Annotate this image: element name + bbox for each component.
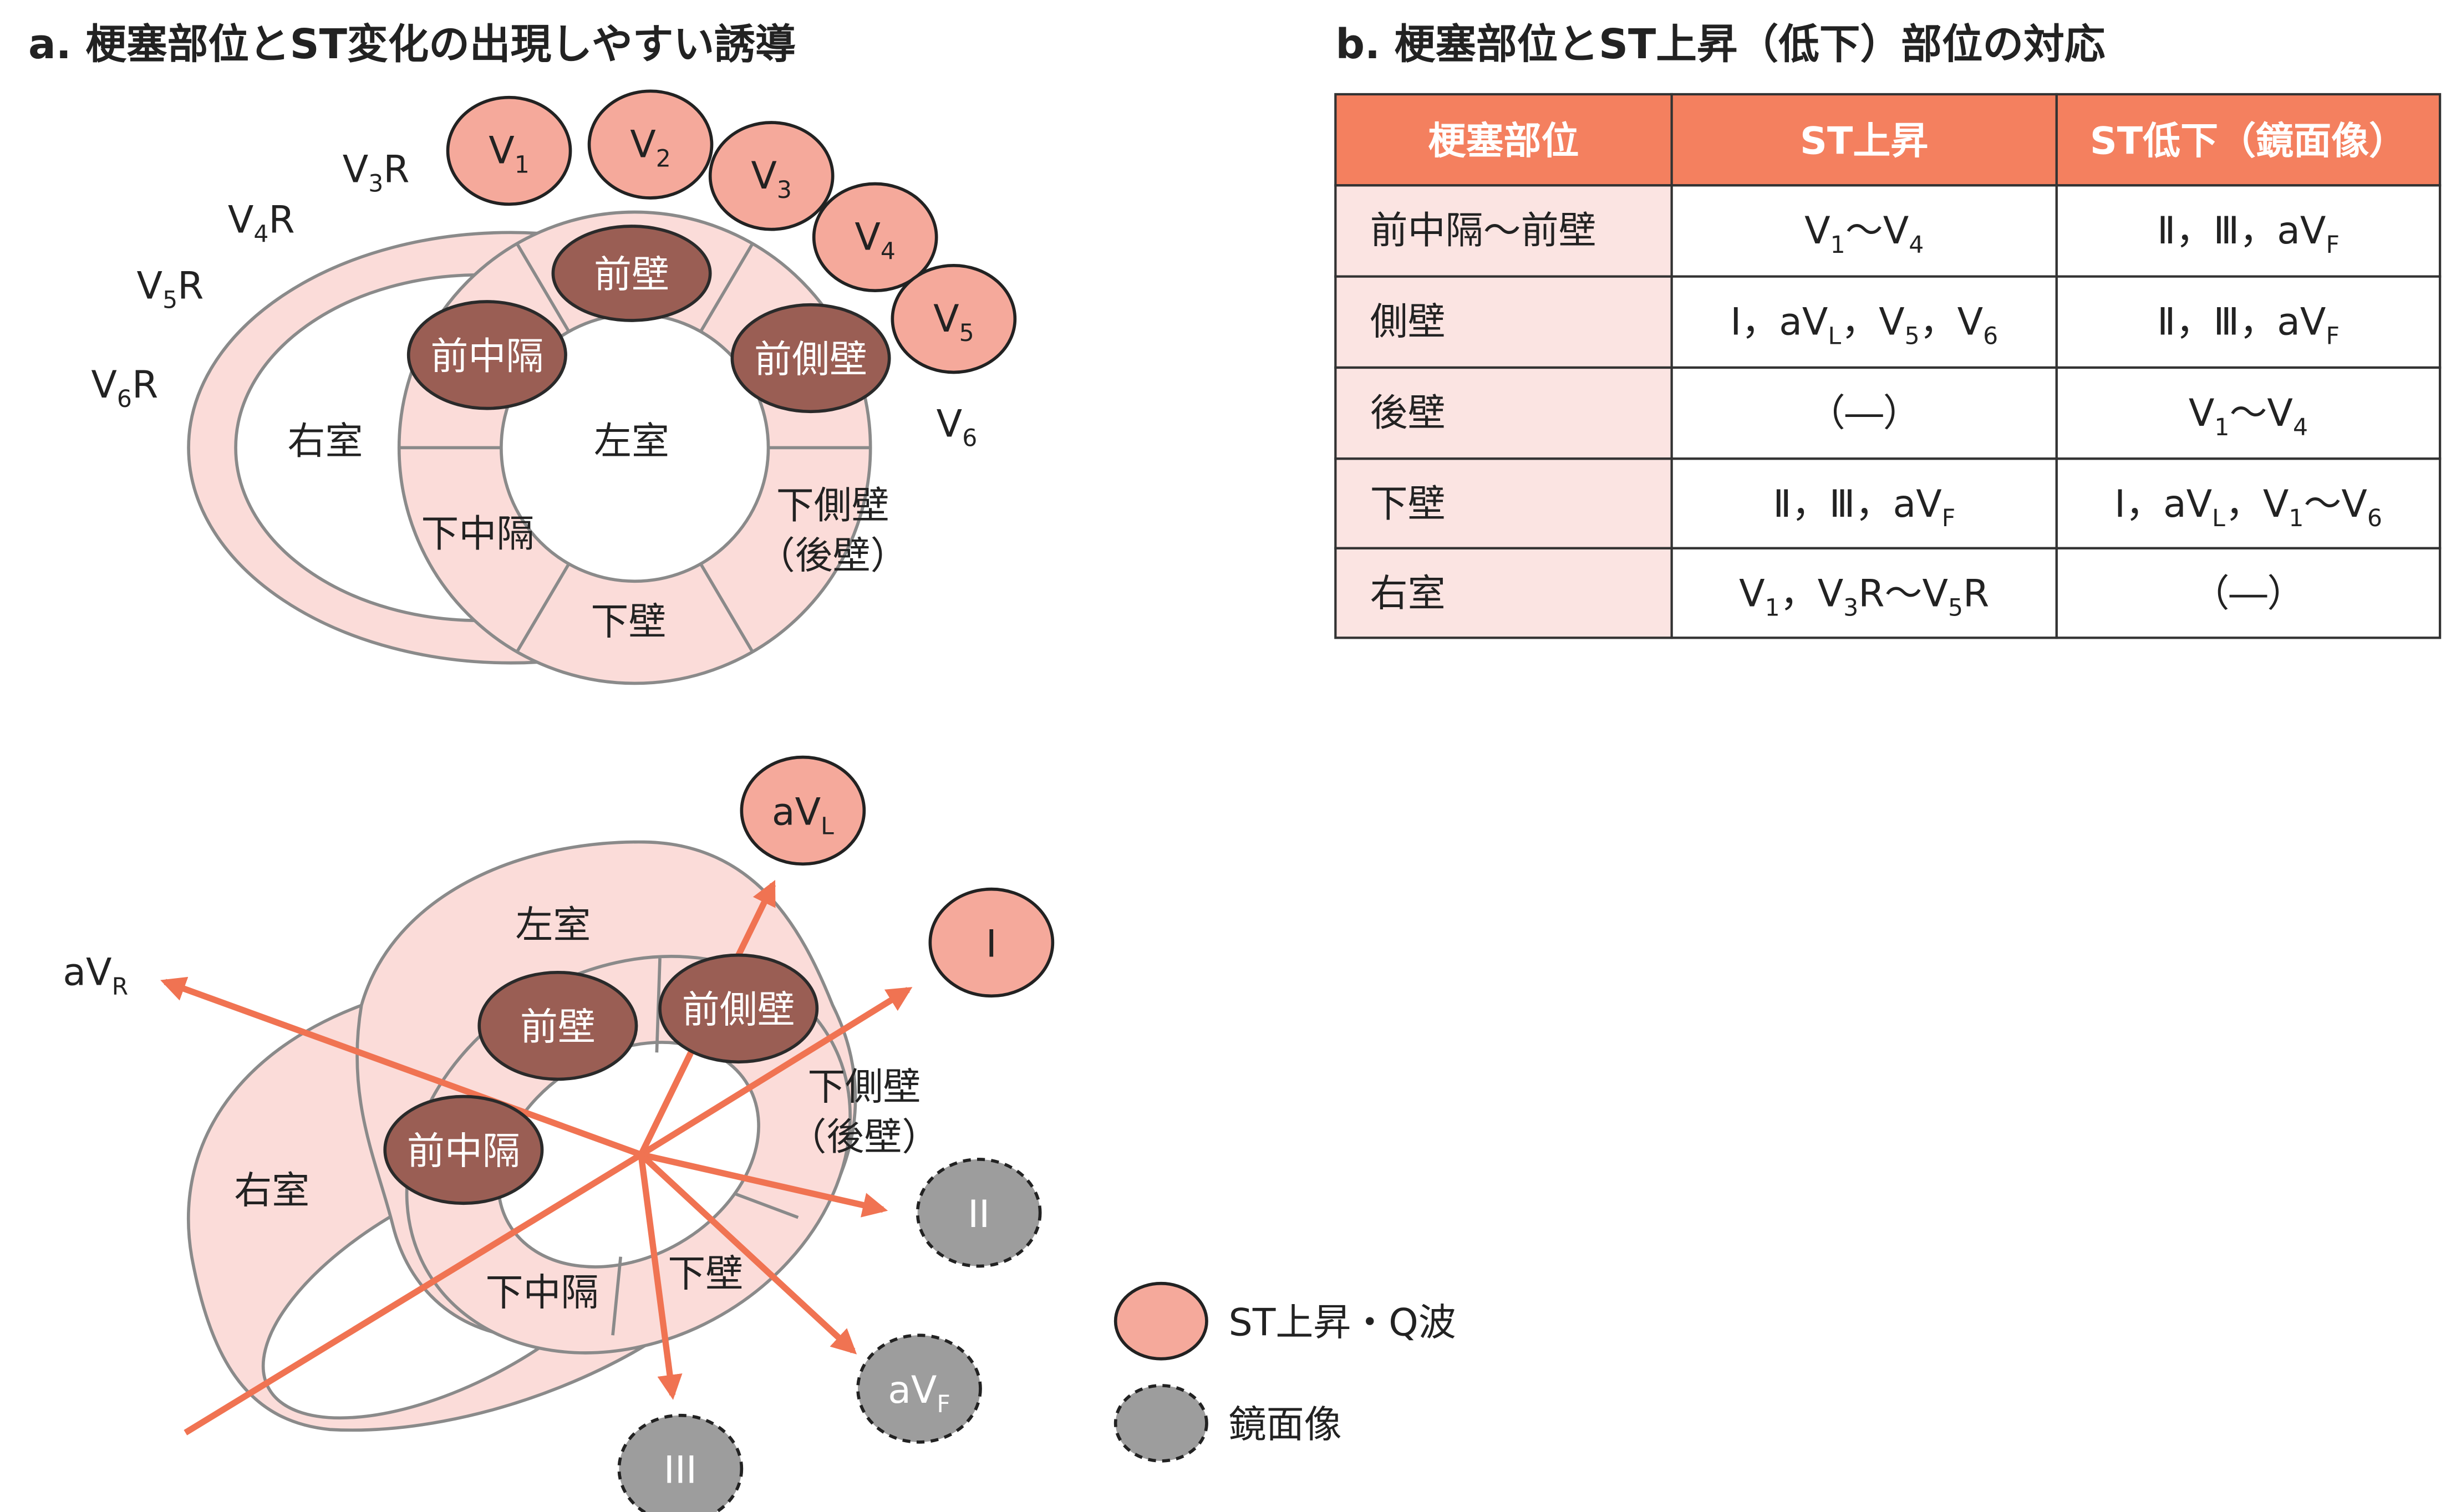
st-depression-cell: V1​～V4​ <box>2189 391 2308 441</box>
label-iii: III <box>664 1449 697 1493</box>
label-lv: 左室 <box>515 903 591 947</box>
infarct-site-cell: 右室 <box>1370 572 1446 616</box>
table-header-cell <box>2055 93 2442 187</box>
axis-iii <box>638 1154 683 1400</box>
axis-i <box>639 987 913 1158</box>
lead-v4 <box>812 182 938 292</box>
label-anterior: 前壁 <box>520 1006 596 1050</box>
st-elevation-cell: V1​～V4​ <box>1804 209 1924 259</box>
lead-avl <box>740 755 866 866</box>
lead-v1 <box>446 95 572 206</box>
segment-anterior <box>477 970 638 1081</box>
st-elevation-cell: （―） <box>1808 391 1921 435</box>
segment-anteroseptal <box>406 300 567 410</box>
legend-st-elevation-label: ST上昇・Q波 <box>1229 1301 1456 1345</box>
label-inferolateral: 下側壁 <box>807 1065 921 1109</box>
label-v2: V2​ <box>630 123 671 172</box>
label-posterior: （後壁） <box>789 1116 939 1159</box>
label-inferolateral: 下側壁 <box>776 484 889 528</box>
st-elevation-cell: Ⅱ，Ⅲ，aVF​ <box>1773 482 1955 532</box>
label-v4: V4​ <box>855 215 896 265</box>
top-heart-diagram: 右室 左室 下中隔 下壁 下側壁 （後壁） 前壁 前中隔 前側壁 V1​ V2​ V… <box>91 89 1017 685</box>
label-rv: 右室 <box>234 1169 309 1213</box>
st-elevation-cell: V1​，V3​R～V5​R <box>1739 572 1989 622</box>
infarct-site-cell: 下壁 <box>1370 482 1446 526</box>
st-depression-cell: Ⅱ，Ⅲ，aVF​ <box>2157 209 2340 259</box>
label-v6r: V6​R <box>91 363 158 413</box>
lead-v2 <box>587 89 714 200</box>
table-row: 右室 V1​，V3​R～V5​R （―） <box>1334 547 2442 639</box>
label-inferior: 下壁 <box>591 600 666 644</box>
label-v3: V3​ <box>751 154 792 204</box>
lead-v5 <box>891 263 1017 374</box>
table-header-cell <box>1334 93 1673 187</box>
segment-anterolateral <box>658 953 819 1064</box>
st-depression-cell: Ⅱ，Ⅲ，aVF​ <box>2157 300 2340 350</box>
label-anteroseptal: 前中隔 <box>430 335 543 379</box>
st-depression-cell: Ⅰ，aVL​，V1​～V6​ <box>2114 482 2382 532</box>
label-v6: V6​ <box>937 403 978 452</box>
label-posterior: （後壁） <box>757 534 908 578</box>
correspondence-table: 梗塞部位ST上昇ST低下（鏡面像）前中隔～前壁V1​～V4​Ⅱ，Ⅲ，aVF​側壁… <box>1334 93 2442 639</box>
lead-i <box>928 887 1055 998</box>
label-anteroseptal: 前中隔 <box>407 1129 520 1173</box>
label-avf: aVF​ <box>888 1368 950 1418</box>
axis-avr <box>160 976 642 1158</box>
label-i: I <box>986 922 997 966</box>
label-v3r: V3​R <box>343 148 410 198</box>
lead-v3 <box>708 121 835 231</box>
label-v1: V1​ <box>489 129 530 179</box>
label-inferior: 下壁 <box>668 1252 743 1296</box>
table-header-label: ST上昇 <box>1800 120 1928 164</box>
segment-anteroseptal <box>383 1094 544 1205</box>
legend-mirror-label: 鏡面像 <box>1229 1403 1342 1447</box>
segment-anterior <box>551 225 712 322</box>
table-row: 後壁 （―） V1​～V4​ <box>1334 366 2442 460</box>
bottom-heart-diagram: 左室 右室 下側壁 （後壁） 下中隔 下壁 前壁 前側壁 前中隔 aVL​ I … <box>63 755 1055 1512</box>
st-depression-cell: （―） <box>2191 572 2305 616</box>
legend-st-elevation-swatch <box>1113 1281 1208 1361</box>
label-rv: 右室 <box>288 420 363 464</box>
label-anterolateral: 前側壁 <box>682 988 795 1032</box>
title-a: a. 梗塞部位とST変化の出現しやすい誘導 <box>28 21 796 68</box>
table-row: 下壁 Ⅱ，Ⅲ，aVF​ Ⅰ，aVL​，V1​～V6​ <box>1334 457 2442 549</box>
label-avr: aVR​ <box>63 950 128 1000</box>
label-anterolateral: 前側壁 <box>754 338 867 381</box>
infarct-site-cell: 側壁 <box>1370 300 1446 344</box>
table-header-label: 梗塞部位 <box>1428 120 1579 164</box>
st-elevation-cell: Ⅰ，aVL​，V5​，V6​ <box>1730 300 1998 350</box>
label-ii: II <box>968 1193 990 1236</box>
label-lv: 左室 <box>594 420 669 464</box>
lead-iii <box>617 1413 744 1512</box>
label-v5r: V5​R <box>137 264 204 314</box>
axis-avf <box>639 1152 857 1355</box>
title-b: b. 梗塞部位とST上昇（低下）部位の対応 <box>1335 21 2105 68</box>
label-anterior: 前壁 <box>594 253 669 297</box>
label-v4r: V4​R <box>228 198 295 248</box>
label-avl: aVL​ <box>772 790 834 840</box>
table-row: 前中隔～前壁 V1​～V4​ Ⅱ，Ⅲ，aVF​ <box>1334 184 2442 278</box>
label-inferoseptal: 下中隔 <box>486 1271 599 1315</box>
lead-avf <box>856 1333 982 1444</box>
infarct-site-cell: 前中隔～前壁 <box>1370 209 1596 253</box>
lead-ii <box>916 1158 1042 1268</box>
axis-ii <box>640 1151 888 1218</box>
table-header-label: ST低下（鏡面像） <box>2090 120 2407 164</box>
legend: ST上昇・Q波 鏡面像 <box>1113 1281 1456 1463</box>
infarct-site-cell: 後壁 <box>1370 391 1446 435</box>
label-v5: V5​ <box>933 297 974 347</box>
label-inferoseptal: 下中隔 <box>421 512 534 556</box>
segment-anterolateral <box>730 303 891 414</box>
table-row: 側壁 Ⅰ，aVL​，V5​，V6​ Ⅱ，Ⅲ，aVF​ <box>1334 275 2442 369</box>
legend-mirror-swatch <box>1113 1384 1208 1463</box>
